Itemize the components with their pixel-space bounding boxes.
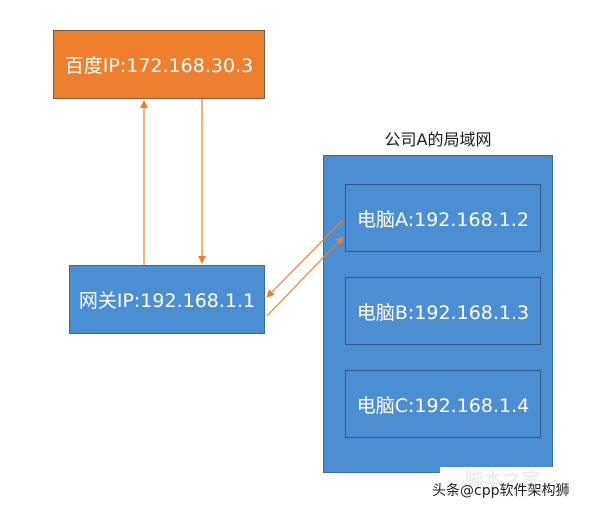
watermark-ghost-text: 脚本之家 [465,470,541,491]
watermark-background [440,467,600,511]
arrow-gateway-to-pc-a [266,236,344,317]
pc-b-label: 电脑B:192.168.1.3 [356,301,530,324]
pc-a-label: 电脑A:192.168.1.2 [357,208,529,231]
pc-a-node: 电脑A:192.168.1.2 [345,184,541,252]
baidu-node-label: 百度IP:172.168.30.3 [64,55,254,77]
pc-c-label: 电脑C:192.168.1.4 [356,394,530,417]
watermark-text: 头条@cpp软件架构狮 [432,483,570,499]
pc-c-node: 电脑C:192.168.1.4 [345,370,541,438]
baidu-node: 百度IP:172.168.30.3 [53,30,265,99]
pc-b-node: 电脑B:192.168.1.3 [345,277,541,345]
gateway-node-label: 网关IP:192.168.1.1 [78,290,256,312]
gateway-node: 网关IP:192.168.1.1 [69,265,265,334]
arrow-pc-a-to-gateway [266,219,344,298]
lan-title: 公司A的局域网 [384,130,492,149]
